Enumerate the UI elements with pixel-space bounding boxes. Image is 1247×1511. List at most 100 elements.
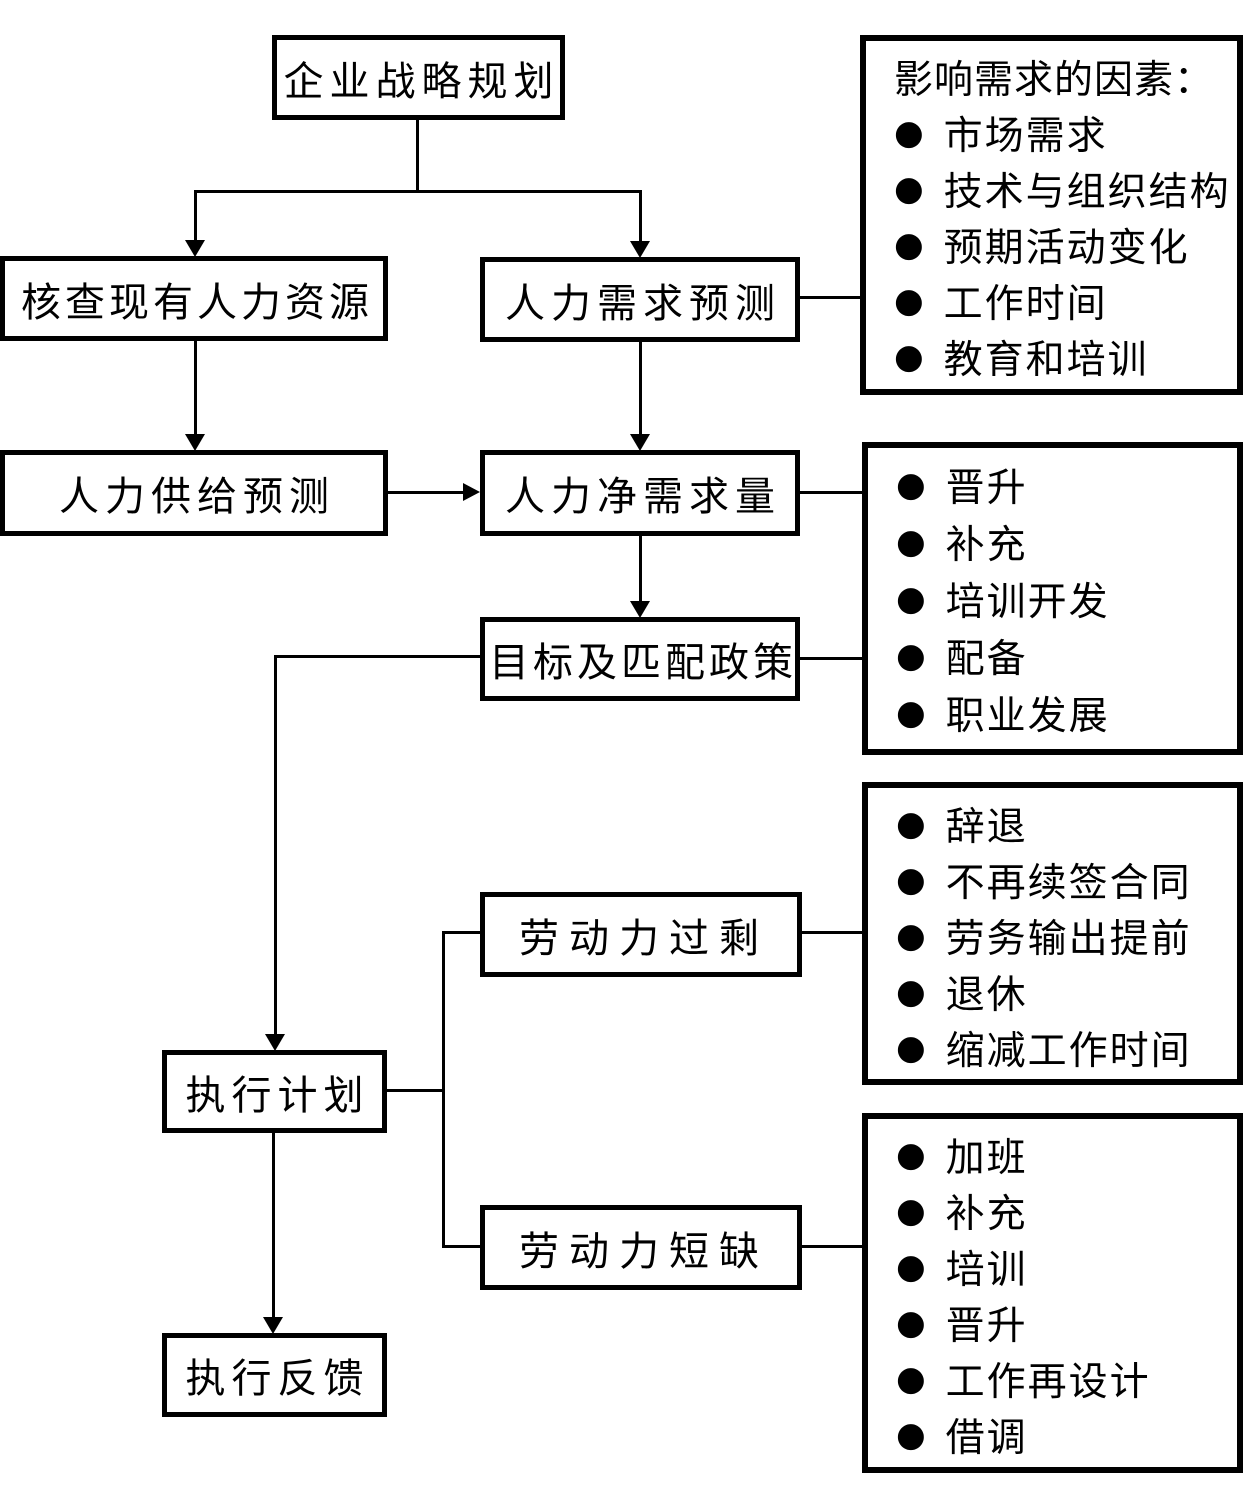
bullet-icon: ● [896, 692, 928, 733]
bullet-icon: ● [896, 1135, 928, 1175]
connector-netdemand-to-actions [800, 491, 864, 494]
list-item-label: 补充 [945, 1192, 1028, 1237]
node-strategic-planning: 企业战略规划 [272, 35, 565, 120]
arrowhead-into-supply-forecast-icon [185, 434, 205, 451]
bullet-icon: ● [896, 916, 928, 956]
list-net-demand-actions: ● 晋升 ● 补充 ● 培训开发 ● 配备 ● 职业发展 [862, 442, 1243, 755]
list-item-label: 晋升 [945, 1304, 1028, 1349]
list-item: ● 职业发展 [896, 685, 1229, 741]
list-item-label: 加班 [945, 1136, 1028, 1181]
list-item: ● 补充 [896, 514, 1229, 570]
list-item-label: 晋升 [945, 465, 1028, 511]
bullet-icon: ● [896, 1247, 928, 1287]
connector-branch-to-surplus [443, 931, 483, 934]
connector-execplan-to-feedback [272, 1133, 275, 1319]
bullet-icon: ● [896, 464, 928, 505]
node-labor-shortage: 劳动力短缺 [480, 1205, 802, 1290]
list-item-label: 职业发展 [945, 693, 1110, 739]
bullet-icon: ● [896, 860, 928, 900]
list-item: ● 补充 [896, 1183, 1229, 1239]
list-item-label: 培训 [945, 1248, 1028, 1293]
arrowhead-into-net-demand-icon [630, 434, 650, 451]
list-item-label: 缩减工作时间 [945, 1029, 1192, 1074]
bullet-icon: ● [894, 281, 926, 321]
list-item-label: 工作时间 [943, 282, 1108, 327]
list-item: ● 市场需求 [894, 105, 1229, 161]
bullet-icon: ● [896, 1191, 928, 1231]
bullet-icon: ● [896, 1415, 928, 1455]
connector-netdemand-to-policy [639, 536, 642, 603]
list-item: ● 辞退 [896, 796, 1229, 852]
list-item-label: 预期活动变化 [943, 226, 1190, 271]
list-item-label: 工作再设计 [945, 1360, 1151, 1405]
node-execute-plan: 执行计划 [162, 1050, 387, 1133]
list-item: ● 晋升 [896, 1295, 1229, 1351]
node-execution-feedback: 执行反馈 [162, 1333, 387, 1417]
node-supply-forecast: 人力供给预测 [0, 450, 388, 536]
bullet-icon: ● [896, 972, 928, 1012]
bullet-icon: ● [894, 337, 926, 377]
arrowhead-into-target-policy-icon [630, 601, 650, 618]
connector-split-horizontal [194, 190, 642, 193]
arrowhead-supply-into-net-demand-icon [463, 483, 480, 501]
arrowhead-into-execute-plan-icon [265, 1034, 285, 1051]
bullet-icon: ● [896, 1303, 928, 1343]
list-item: ● 教育和培训 [894, 329, 1229, 385]
node-check-existing-hr: 核查现有人力资源 [0, 256, 388, 341]
bullet-icon: ● [894, 225, 926, 265]
bullet-icon: ● [896, 1359, 928, 1399]
connector-split-to-check [194, 190, 197, 242]
list-item: ● 劳务输出提前 [896, 908, 1229, 964]
list-item: ● 缩减工作时间 [896, 1020, 1229, 1076]
list-item-label: 市场需求 [943, 114, 1108, 159]
connector-shortage-to-actions [802, 1245, 864, 1248]
list-item: ● 晋升 [896, 457, 1229, 513]
list-item-label: 技术与组织结构 [943, 170, 1231, 215]
node-demand-forecast: 人力需求预测 [480, 257, 800, 342]
arrowhead-into-demand-forecast-icon [630, 241, 650, 258]
list-item: ● 借调 [896, 1407, 1229, 1463]
bullet-icon: ● [896, 635, 928, 676]
list-item-label: 不再续签合同 [945, 861, 1192, 906]
list-item-label: 借调 [945, 1416, 1028, 1461]
list-item: ● 退休 [896, 964, 1229, 1020]
list-demand-factors-title: 影响需求的因素： [894, 58, 1215, 103]
list-demand-factors: 影响需求的因素： ● 市场需求 ● 技术与组织结构 ● 预期活动变化 ● 工作时… [860, 35, 1243, 395]
list-item: ● 配备 [896, 628, 1229, 684]
list-item: ● 工作再设计 [896, 1351, 1229, 1407]
list-item: ● 不再续签合同 [896, 852, 1229, 908]
connector-branch-to-shortage [442, 1245, 483, 1248]
node-net-demand: 人力净需求量 [480, 450, 800, 536]
connector-policy-to-execplan [274, 655, 277, 1036]
bullet-icon: ● [894, 169, 926, 209]
list-item: ● 培训 [896, 1239, 1229, 1295]
connector-demand-to-factors [800, 296, 862, 299]
list-item-label: 培训开发 [945, 579, 1110, 625]
arrowhead-into-feedback-icon [263, 1317, 283, 1334]
connector-policy-left [274, 655, 480, 658]
bullet-icon: ● [896, 578, 928, 619]
list-item-label: 辞退 [945, 805, 1028, 850]
list-item-label: 补充 [945, 522, 1028, 568]
bullet-icon: ● [896, 1028, 928, 1068]
bullet-icon: ● [896, 804, 928, 844]
list-surplus-actions: ● 辞退 ● 不再续签合同 ● 劳务输出提前 ● 退休 ● 缩减工作时间 [862, 782, 1243, 1085]
node-labor-surplus: 劳动力过剩 [480, 892, 802, 977]
list-item-label: 配备 [945, 636, 1028, 682]
connector-split-to-demand [639, 190, 642, 243]
connector-strategic-to-split [416, 118, 419, 192]
connector-demand-to-netdemand [639, 342, 642, 436]
connector-supply-to-netdemand [388, 491, 466, 494]
list-item: ● 预期活动变化 [894, 217, 1229, 273]
bullet-icon: ● [894, 113, 926, 153]
node-target-policy: 目标及匹配政策 [480, 617, 800, 701]
list-item: ● 加班 [896, 1127, 1229, 1183]
arrowhead-into-check-existing-icon [185, 240, 205, 257]
list-item-label: 劳务输出提前 [945, 917, 1192, 962]
list-item-label: 教育和培训 [943, 338, 1149, 383]
list-item: ● 培训开发 [896, 571, 1229, 627]
connector-check-to-supply [194, 341, 197, 436]
connector-surplus-to-actions [802, 931, 864, 934]
list-shortage-actions: ● 加班 ● 补充 ● 培训 ● 晋升 ● 工作再设计 ● 借调 [862, 1113, 1243, 1473]
